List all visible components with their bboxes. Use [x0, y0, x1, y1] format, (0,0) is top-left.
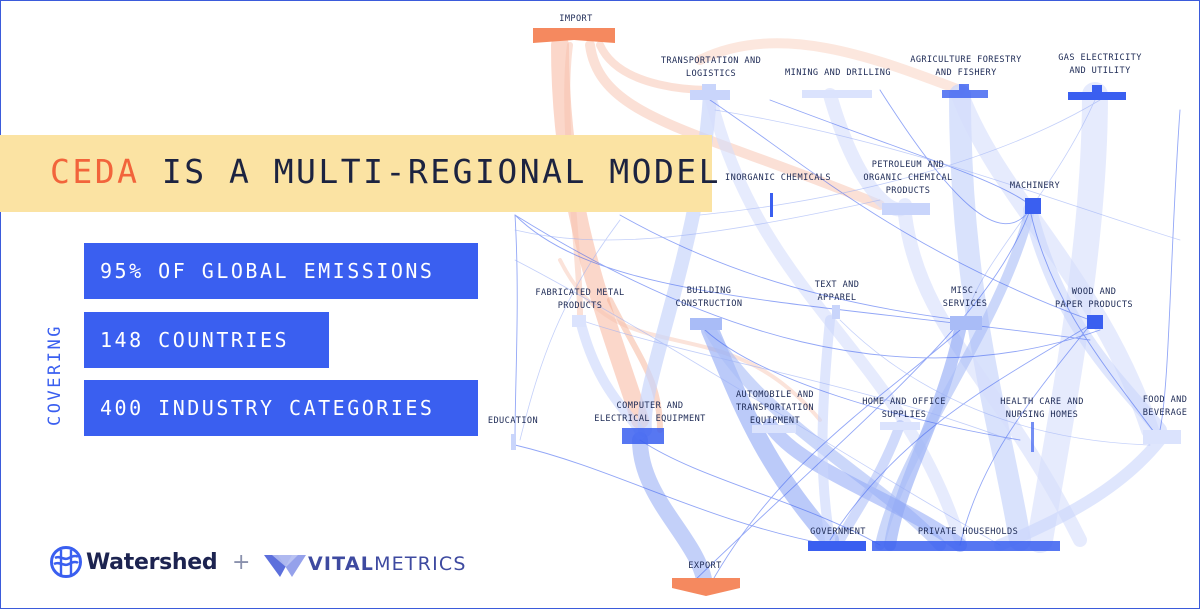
- flow-import: [585, 40, 885, 210]
- flow-line: [714, 109, 1181, 241]
- label-mining: MINING AND DRILLING: [785, 68, 891, 78]
- stat-countries: 148 COUNTRIES: [84, 312, 329, 368]
- label-government: GOVERNMENT: [810, 527, 866, 537]
- flow-line: [829, 324, 1091, 541]
- label-automobile: AUTOMOBILE AND TRANSPORTATION EQUIPMENT: [735, 390, 815, 426]
- flow-band: [835, 420, 905, 545]
- label-computer: COMPUTER AND ELECTRICAL EQUIPMENT: [594, 401, 706, 424]
- label-wood: WOOD AND PAPER PRODUCTS: [1054, 287, 1134, 310]
- label-building: BUILDING CONSTRUCTION: [675, 286, 743, 309]
- node-inorganic-bar: [770, 193, 773, 217]
- flow-import: [695, 38, 965, 95]
- node-education-bar: [511, 434, 516, 450]
- node-petroleum-bar: [882, 203, 930, 215]
- node-transportation-bar: [690, 90, 730, 100]
- label-import: IMPORT: [559, 14, 593, 24]
- vitalmetrics-logo-text: VITALMETRICS: [308, 553, 467, 575]
- node-computer-bar: [622, 428, 664, 444]
- node-government-bar: [808, 541, 866, 551]
- node-agriculture-cap: [959, 84, 969, 90]
- label-textile: TEXT AND APPAREL: [814, 280, 860, 303]
- node-gas-bar: [1068, 92, 1126, 100]
- flow-line: [704, 329, 1021, 441]
- flow-line: [579, 319, 1011, 441]
- flow-band: [632, 432, 713, 593]
- flow-line: [689, 209, 1031, 586]
- node-health-bar: [1031, 422, 1034, 452]
- flow-line: [514, 444, 831, 546]
- flow-line: [514, 214, 1101, 359]
- node-food-bar: [1143, 430, 1181, 444]
- flow-line: [519, 219, 621, 441]
- node-misc-bar: [950, 316, 982, 330]
- headline-banner: [0, 135, 712, 212]
- flow-line: [514, 259, 1001, 546]
- flow-band: [951, 86, 1159, 439]
- flow-import: [551, 36, 649, 429]
- flow-line: [839, 319, 1151, 446]
- logo-plus: +: [232, 550, 251, 575]
- vitalmetrics-bold: VITAL: [308, 553, 375, 575]
- node-machinery-bar: [1025, 198, 1041, 214]
- label-petroleum: PETROLEUM AND ORGANIC CHEMICAL PRODUCTS: [863, 160, 953, 196]
- node-building-bar: [690, 318, 722, 330]
- covering-label: COVERING: [45, 324, 65, 426]
- stat-industries: 400 INDUSTRY CATEGORIES: [84, 380, 478, 436]
- label-inorganic: INORGANIC CHEMICALS: [725, 173, 831, 183]
- flow-line: [709, 99, 1091, 321]
- label-machinery: MACHINERY: [1009, 181, 1061, 191]
- node-textile-bar: [832, 305, 840, 319]
- node-mining-bar: [802, 90, 872, 98]
- watershed-logo-icon: [50, 546, 82, 578]
- node-gas-cap: [1092, 85, 1102, 92]
- flow-band: [763, 418, 967, 552]
- label-households: PRIVATE HOUSEHOLDS: [917, 527, 1019, 537]
- node-home-bar: [880, 422, 920, 430]
- node-import-bar: [533, 28, 615, 43]
- node-households-bar: [872, 541, 1060, 551]
- flow-line: [964, 99, 1096, 321]
- flow-band: [817, 315, 835, 545]
- label-export: EXPORT: [688, 561, 722, 571]
- vitalmetrics-rest: METRICS: [374, 553, 467, 575]
- label-transportation: TRANSPORTATION AND LOGISTICS: [660, 56, 762, 79]
- flow-line: [709, 329, 961, 586]
- headline-accent: CEDA: [50, 152, 140, 191]
- label-food: FOOD AND BEVERAGE: [1142, 395, 1188, 418]
- flow-import: [607, 297, 663, 433]
- node-wood-bar: [1087, 315, 1103, 329]
- flow-line: [879, 89, 1031, 225]
- label-agriculture: AGRICULTURE FORESTRY AND FISHERY: [910, 55, 1022, 78]
- flow-line: [619, 214, 961, 321]
- flow-import: [558, 258, 822, 422]
- flow-band: [994, 434, 1166, 551]
- node-transportation-bar-cap: [702, 84, 716, 90]
- label-misc: MISC. SERVICES: [942, 286, 988, 309]
- headline-rest: IS A MULTI-REGIONAL MODEL: [139, 152, 722, 191]
- watershed-logo-text: Watershed: [86, 550, 218, 575]
- vitalmetrics-logo-icon: [264, 555, 306, 577]
- node-agriculture-bar: [942, 90, 988, 98]
- label-health: HEALTH CARE AND NURSING HOMES: [1000, 397, 1084, 420]
- label-fabricated: FABRICATED METAL PRODUCTS: [535, 288, 625, 311]
- headline: CEDA IS A MULTI-REGIONAL MODEL: [50, 152, 721, 191]
- flow-line: [1159, 109, 1181, 431]
- flow-line: [959, 324, 1091, 546]
- flow-line: [639, 439, 881, 546]
- label-education: EDUCATION: [487, 416, 539, 426]
- flow-line: [699, 99, 1101, 216]
- node-fabricated-bar: [572, 315, 586, 327]
- flow-band: [949, 84, 1031, 551]
- label-home: HOME AND OFFICE SUPPLIES: [862, 397, 946, 420]
- node-automobile-bar: [752, 425, 796, 433]
- node-export-bar: [672, 578, 740, 596]
- flow-line: [514, 199, 881, 241]
- flow-line: [1029, 209, 1161, 441]
- flow-line: [514, 214, 518, 441]
- stat-emissions: 95% OF GLOBAL EMISSIONS: [84, 243, 478, 299]
- label-gas: GAS ELECTRICITY AND UTILITY: [1058, 53, 1142, 76]
